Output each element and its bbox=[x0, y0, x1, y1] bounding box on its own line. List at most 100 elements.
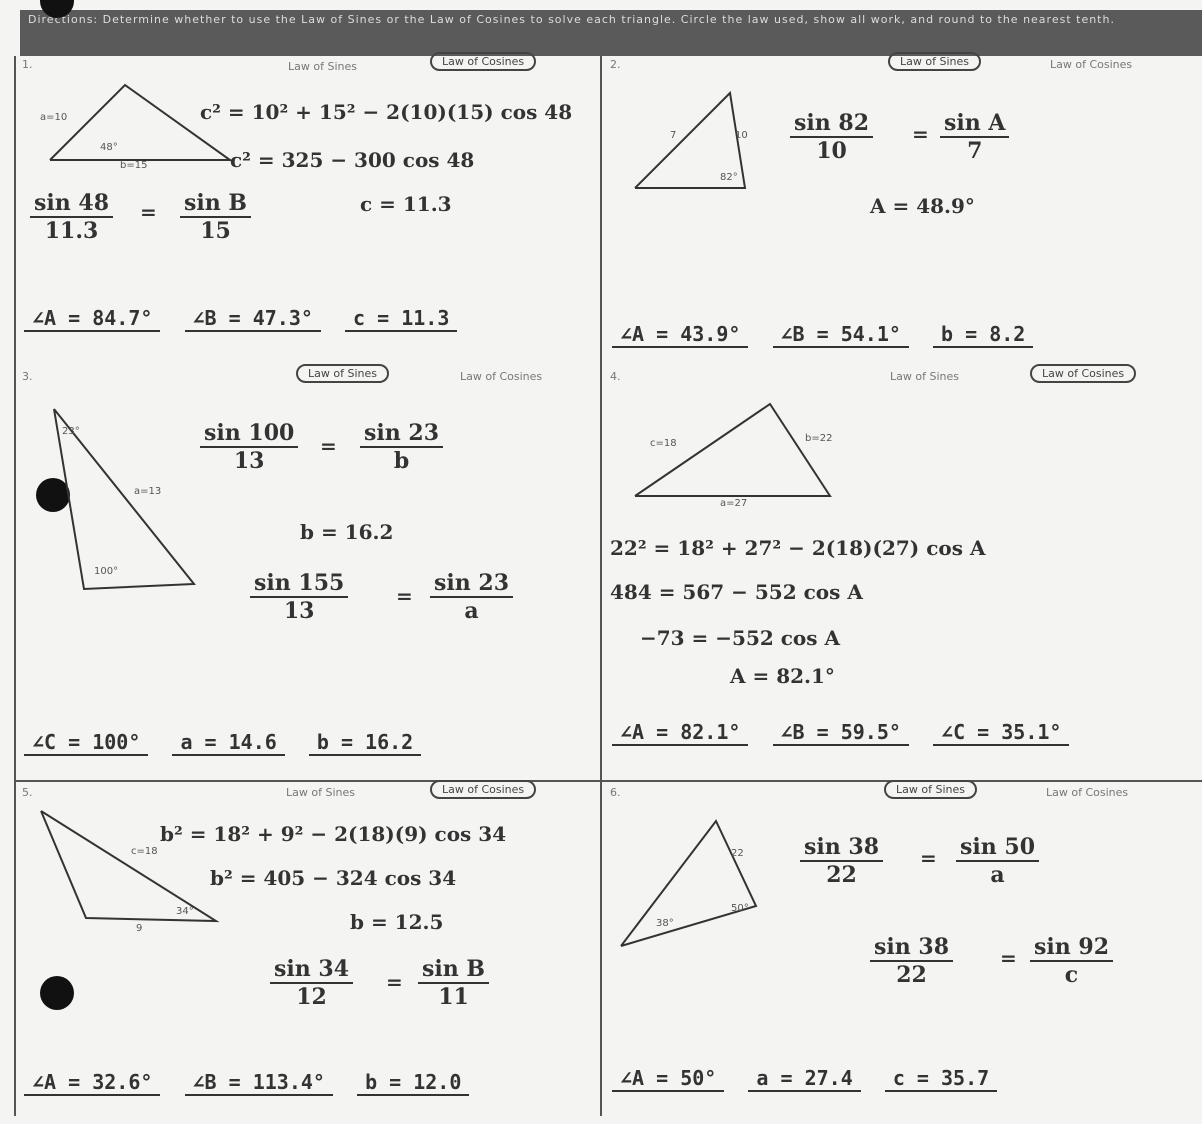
svg-text:a=27: a=27 bbox=[720, 498, 747, 509]
answer: c = 11.3 bbox=[345, 306, 458, 332]
instructions-text: Directions: Determine whether to use the… bbox=[28, 13, 1115, 26]
work-line: A = 48.9° bbox=[870, 194, 975, 218]
law-of-cosines-option[interactable]: Law of Cosines bbox=[430, 780, 537, 799]
answer: ∠B = 47.3° bbox=[184, 306, 321, 332]
hole-punch-top bbox=[40, 0, 74, 18]
law-of-cosines-option[interactable]: Law of Cosines bbox=[1030, 364, 1137, 383]
fraction-numerator: sin 48 bbox=[30, 190, 114, 218]
fraction-numerator: sin 92 bbox=[1030, 934, 1114, 962]
fraction-numerator: sin 38 bbox=[870, 934, 954, 962]
svg-text:c=18: c=18 bbox=[650, 438, 677, 449]
answer: ∠B = 113.4° bbox=[184, 1070, 333, 1096]
problem-number: 6. bbox=[610, 786, 621, 799]
problem-number: 2. bbox=[610, 58, 621, 71]
law-of-cosines-option[interactable]: Law of Cosines bbox=[1046, 786, 1129, 799]
answer: b = 12.0 bbox=[357, 1070, 470, 1096]
work-line: b = 12.5 bbox=[350, 910, 444, 934]
law-of-sines-option[interactable]: Law of Sines bbox=[884, 780, 977, 799]
answer-row: ∠A = 32.6° ∠B = 113.4° b = 12.0 bbox=[24, 1070, 470, 1096]
law-of-sines-option[interactable]: Law of Sines bbox=[288, 60, 357, 73]
law-of-sines-option[interactable]: Law of Sines bbox=[286, 786, 355, 799]
law-of-cosines-option[interactable]: Law of Cosines bbox=[430, 52, 537, 71]
triangle-figure: c=18 b=22 a=27 bbox=[634, 402, 832, 509]
row-divider-bottom bbox=[14, 780, 1202, 782]
fraction-denominator: 11.3 bbox=[44, 218, 99, 244]
fraction-denominator: a bbox=[990, 862, 1005, 888]
work-line: b = 16.2 bbox=[300, 520, 394, 544]
svg-text:9: 9 bbox=[136, 923, 142, 934]
svg-text:a=10: a=10 bbox=[40, 112, 67, 123]
fraction: sin 23 b bbox=[360, 420, 444, 474]
fraction-numerator: sin 34 bbox=[270, 956, 354, 984]
answer-row: ∠A = 84.7° ∠B = 47.3° c = 11.3 bbox=[24, 306, 458, 332]
law-of-sines-option[interactable]: Law of Sines bbox=[890, 370, 959, 383]
fraction-numerator: sin 38 bbox=[800, 834, 884, 862]
work-line: −73 = −552 cos A bbox=[640, 626, 840, 650]
fraction: sin 38 22 bbox=[870, 934, 954, 988]
answer: a = 27.4 bbox=[748, 1066, 861, 1092]
fraction: sin 38 22 bbox=[800, 834, 884, 888]
fraction-denominator: 13 bbox=[233, 448, 265, 474]
fraction-denominator: 15 bbox=[200, 218, 231, 244]
svg-text:34°: 34° bbox=[176, 906, 194, 917]
answer: ∠B = 54.1° bbox=[772, 322, 909, 348]
fraction: sin 48 11.3 bbox=[30, 190, 114, 244]
column-divider bbox=[600, 56, 602, 1116]
problem-number: 5. bbox=[22, 786, 33, 799]
answer: ∠A = 32.6° bbox=[24, 1070, 161, 1096]
svg-text:c=18: c=18 bbox=[131, 846, 158, 857]
law-of-cosines-option[interactable]: Law of Cosines bbox=[1050, 58, 1133, 71]
equals-sign: = bbox=[1000, 946, 1017, 970]
triangle-figure: c=18 9 34° bbox=[40, 810, 220, 934]
fraction: sin B 15 bbox=[180, 190, 251, 244]
law-of-sines-option[interactable]: Law of Sines bbox=[888, 52, 981, 71]
fraction-denominator: 22 bbox=[896, 962, 927, 988]
problem-number: 3. bbox=[22, 370, 33, 383]
work-line: c² = 10² + 15² − 2(10)(15) cos 48 bbox=[200, 100, 573, 124]
fraction-denominator: c bbox=[1064, 962, 1079, 988]
fraction-numerator: sin 155 bbox=[250, 570, 349, 598]
answer-row: ∠A = 82.1° ∠B = 59.5° ∠C = 35.1° bbox=[612, 720, 1070, 746]
answer: ∠B = 59.5° bbox=[772, 720, 909, 746]
svg-text:7: 7 bbox=[670, 130, 676, 141]
law-of-sines-option[interactable]: Law of Sines bbox=[296, 364, 389, 383]
fraction: sin A 7 bbox=[940, 110, 1010, 164]
equals-sign: = bbox=[140, 200, 157, 224]
instructions-header: Directions: Determine whether to use the… bbox=[20, 10, 1202, 56]
fraction-numerator: sin B bbox=[180, 190, 251, 218]
answer: c = 35.7 bbox=[884, 1066, 998, 1092]
svg-text:38°: 38° bbox=[656, 918, 674, 929]
fraction-numerator: sin 23 bbox=[430, 570, 514, 598]
fraction-denominator: b bbox=[393, 448, 410, 474]
svg-text:23°: 23° bbox=[62, 426, 80, 437]
left-margin-line bbox=[14, 56, 16, 1116]
answer: ∠A = 50° bbox=[612, 1066, 725, 1092]
work-line: A = 82.1° bbox=[730, 664, 835, 688]
svg-text:a=13: a=13 bbox=[134, 486, 161, 497]
fraction-numerator: sin 82 bbox=[790, 110, 874, 138]
law-of-cosines-option[interactable]: Law of Cosines bbox=[460, 370, 543, 383]
fraction: sin B 11 bbox=[418, 956, 489, 1010]
fraction: sin 23 a bbox=[430, 570, 514, 624]
answer: ∠A = 43.9° bbox=[612, 322, 749, 348]
answer: ∠A = 84.7° bbox=[24, 306, 161, 332]
answer-row: ∠C = 100° a = 14.6 b = 16.2 bbox=[24, 730, 422, 756]
answer: a = 14.6 bbox=[172, 730, 285, 756]
problem-number: 4. bbox=[610, 370, 621, 383]
svg-text:50°: 50° bbox=[731, 903, 749, 914]
work-line: c² = 325 − 300 cos 48 bbox=[230, 148, 475, 172]
work-line: b² = 405 − 324 cos 34 bbox=[210, 866, 457, 890]
answer: ∠C = 35.1° bbox=[933, 720, 1070, 746]
fraction-numerator: sin 23 bbox=[360, 420, 444, 448]
svg-text:48°: 48° bbox=[100, 142, 118, 153]
equals-sign: = bbox=[920, 846, 937, 870]
work-line: c = 11.3 bbox=[360, 192, 452, 216]
hole-punch-bottom bbox=[40, 976, 74, 1010]
fraction: sin 92 c bbox=[1030, 934, 1114, 988]
svg-text:b=22: b=22 bbox=[805, 433, 832, 444]
answer: ∠A = 82.1° bbox=[612, 720, 749, 746]
